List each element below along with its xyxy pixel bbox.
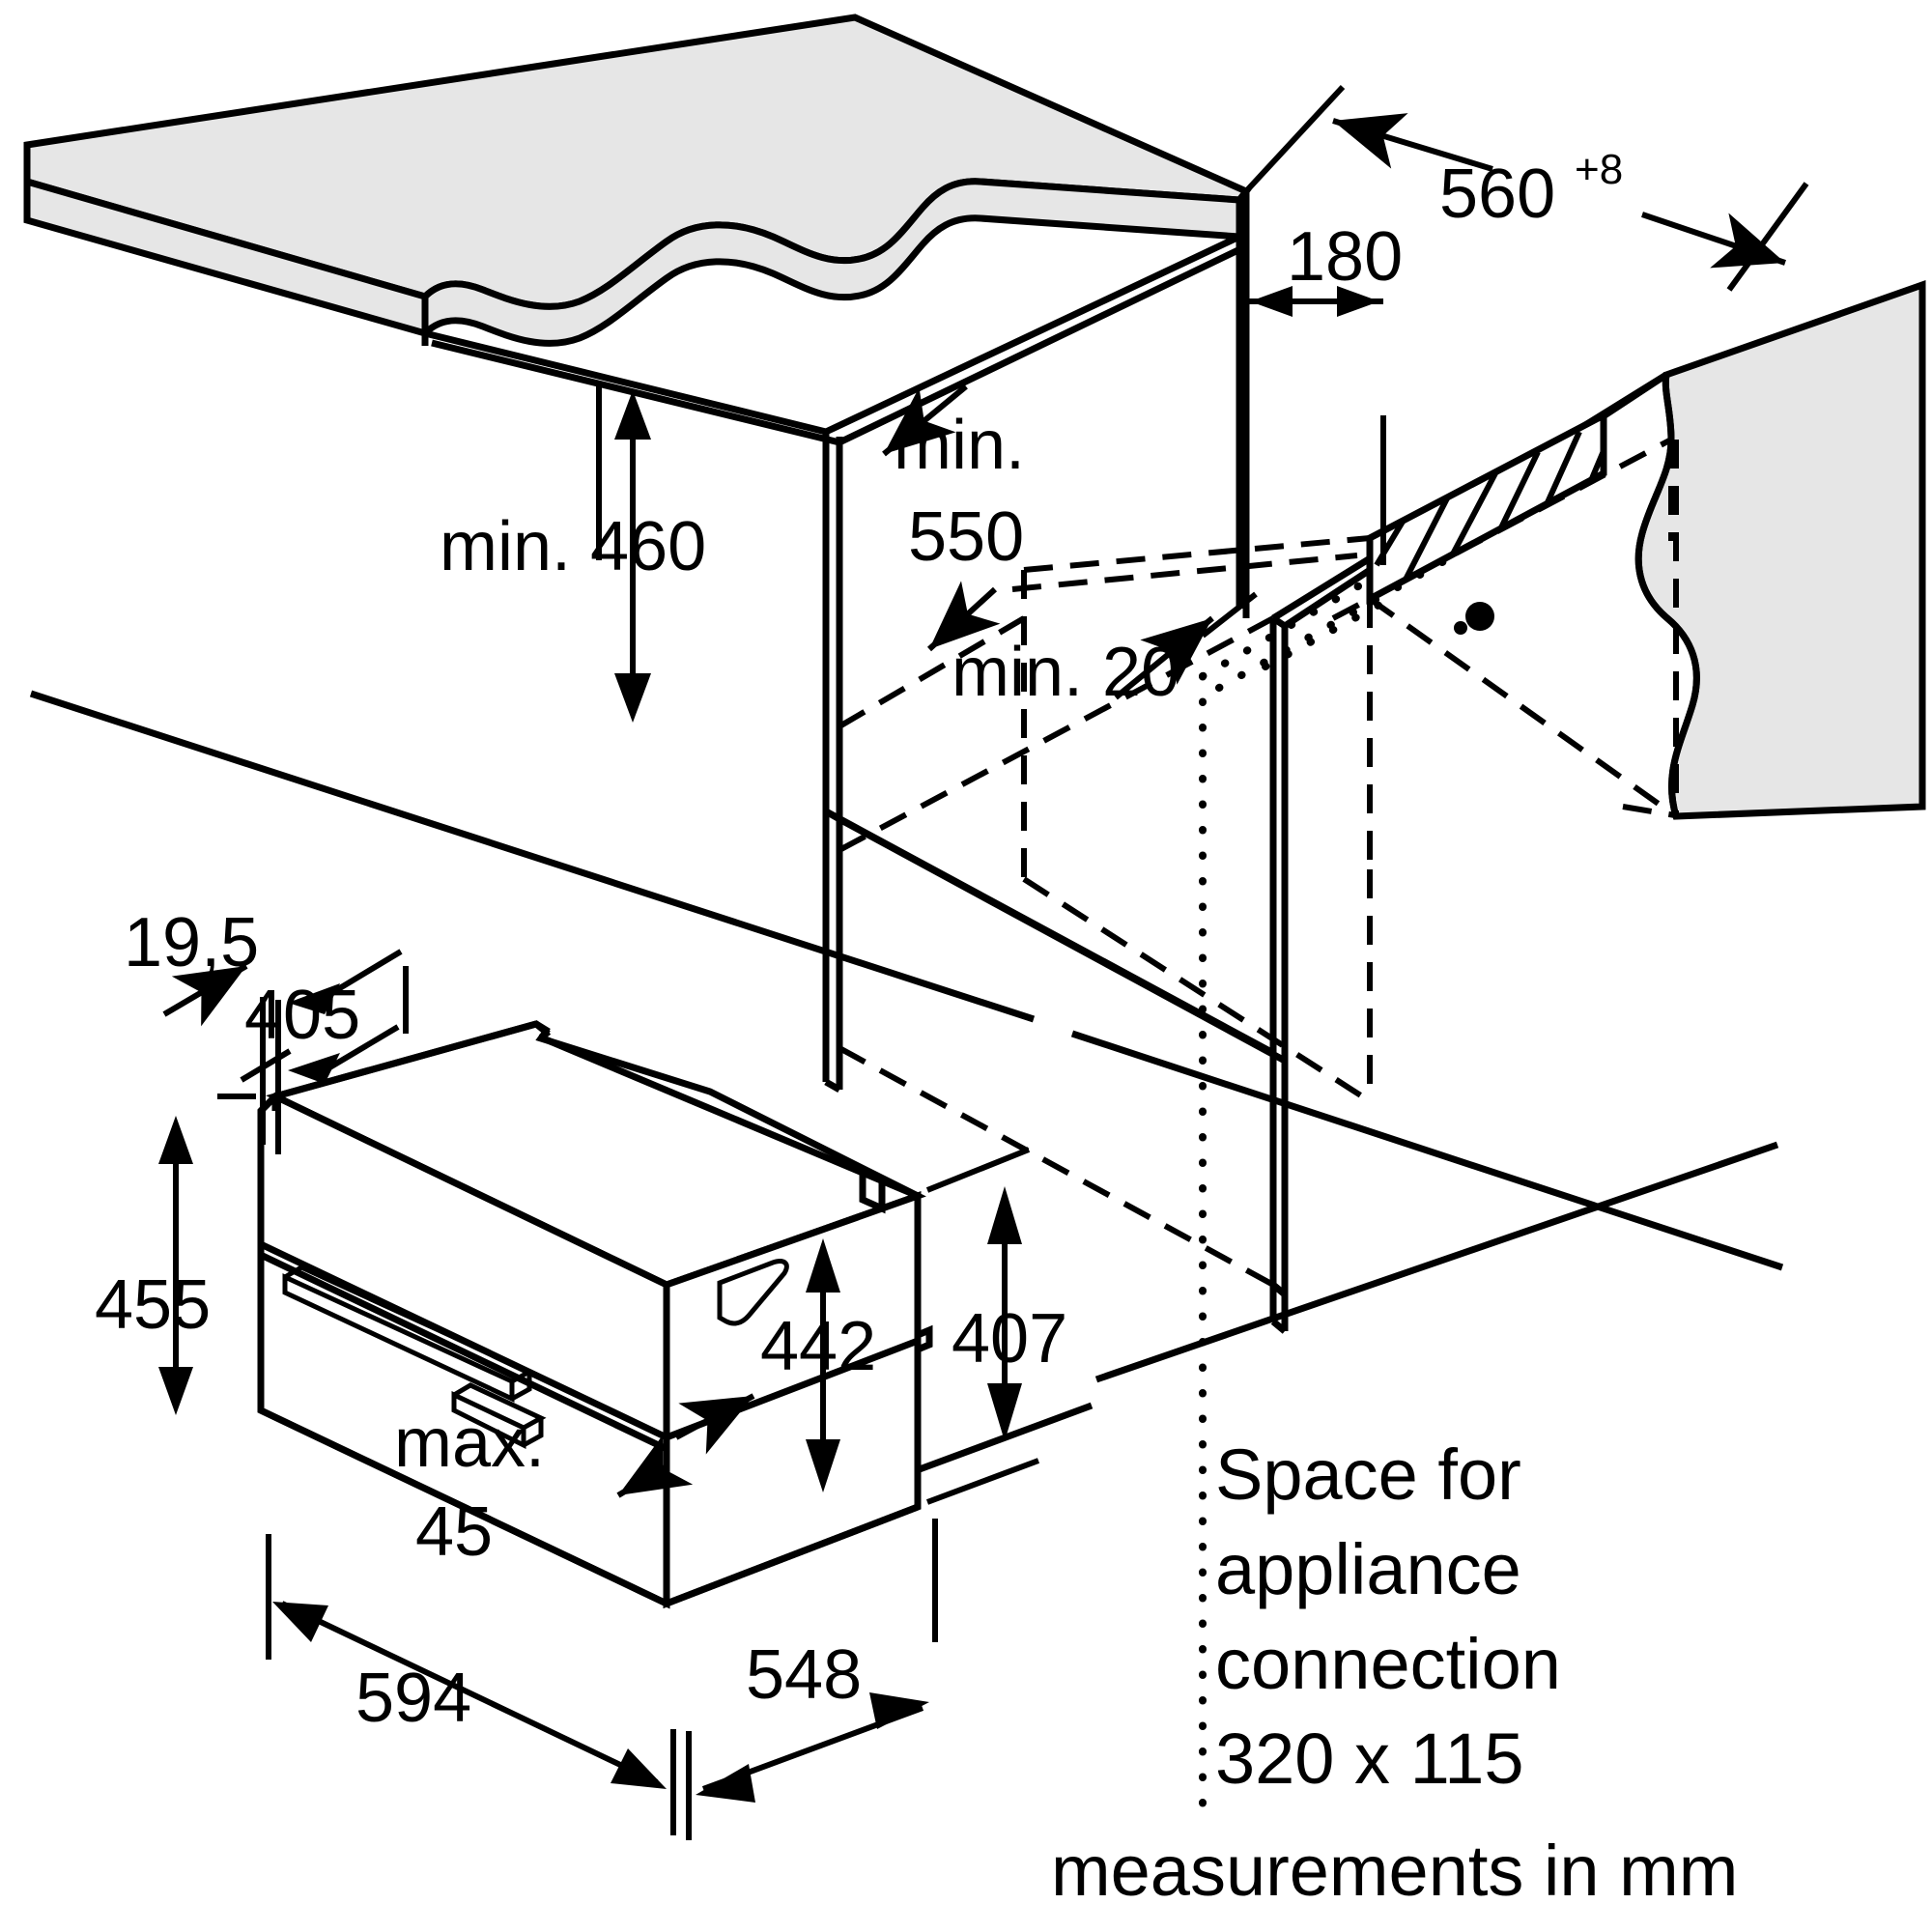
connection-space-projection (1199, 554, 1453, 1820)
dim-442: 442 (760, 1238, 876, 1492)
dim-label-442: 442 (760, 1308, 876, 1385)
dim-min-550: min. 550 (882, 384, 1025, 652)
dim-max-45: max. 45 (394, 1393, 755, 1571)
dim-min-20: min. 20 (952, 591, 1258, 711)
socket-dot (1465, 602, 1494, 631)
dim-label-407: 407 (952, 1300, 1067, 1378)
dim-label-min-20: min. 20 (952, 634, 1179, 711)
niche-bottom-shelf (824, 808, 1287, 1065)
worktop-panel (23, 14, 1252, 347)
units-note: measurements in mm (1051, 1831, 1738, 1911)
dim-label-560-tolerance: +8 (1575, 146, 1623, 193)
dim-405: 405 (240, 966, 409, 1083)
dim-label-180: 180 (1287, 218, 1403, 296)
cabinet-left-wall-foot (822, 1043, 843, 1094)
dim-label-min-460: min. 460 (440, 508, 706, 585)
dim-label-max-45-line1: max. (394, 1405, 545, 1482)
annotation-line-2: appliance (1215, 1529, 1521, 1609)
dim-label-min-550-line1: min. (894, 407, 1025, 484)
dim-min-460: min. 460 (440, 386, 706, 723)
connection-space-annotation: Space for appliance connection 320 x 115 (1215, 1435, 1561, 1799)
dim-594: 594 (266, 1534, 676, 1835)
hidden-niche-outline (838, 437, 1682, 1288)
dim-label-19-5: 19,5 (124, 904, 259, 981)
annotation-line-1: Space for (1215, 1435, 1521, 1515)
units-note-text: measurements in mm (1051, 1831, 1738, 1911)
dim-455: 455 (95, 1094, 256, 1415)
dim-19-5: 19,5 (124, 904, 403, 1154)
dim-label-405: 405 (244, 977, 360, 1054)
dim-label-455: 455 (95, 1266, 211, 1344)
dim-180: 180 (1243, 213, 1403, 565)
dim-label-548: 548 (746, 1636, 862, 1714)
dim-label-594: 594 (355, 1660, 471, 1737)
annotation-line-3: connection (1215, 1624, 1561, 1704)
dim-560: 560 +8 (1243, 84, 1809, 292)
dim-548: 548 (686, 1519, 938, 1840)
annotation-line-4: 320 x 115 (1215, 1719, 1524, 1799)
dim-label-min-550-line2: 550 (908, 498, 1024, 576)
dim-label-560: 560 (1439, 156, 1555, 233)
dim-label-max-45-line2: 45 (415, 1493, 493, 1571)
socket-dot-small (1454, 621, 1467, 635)
dim-407: 407 (925, 1147, 1067, 1505)
